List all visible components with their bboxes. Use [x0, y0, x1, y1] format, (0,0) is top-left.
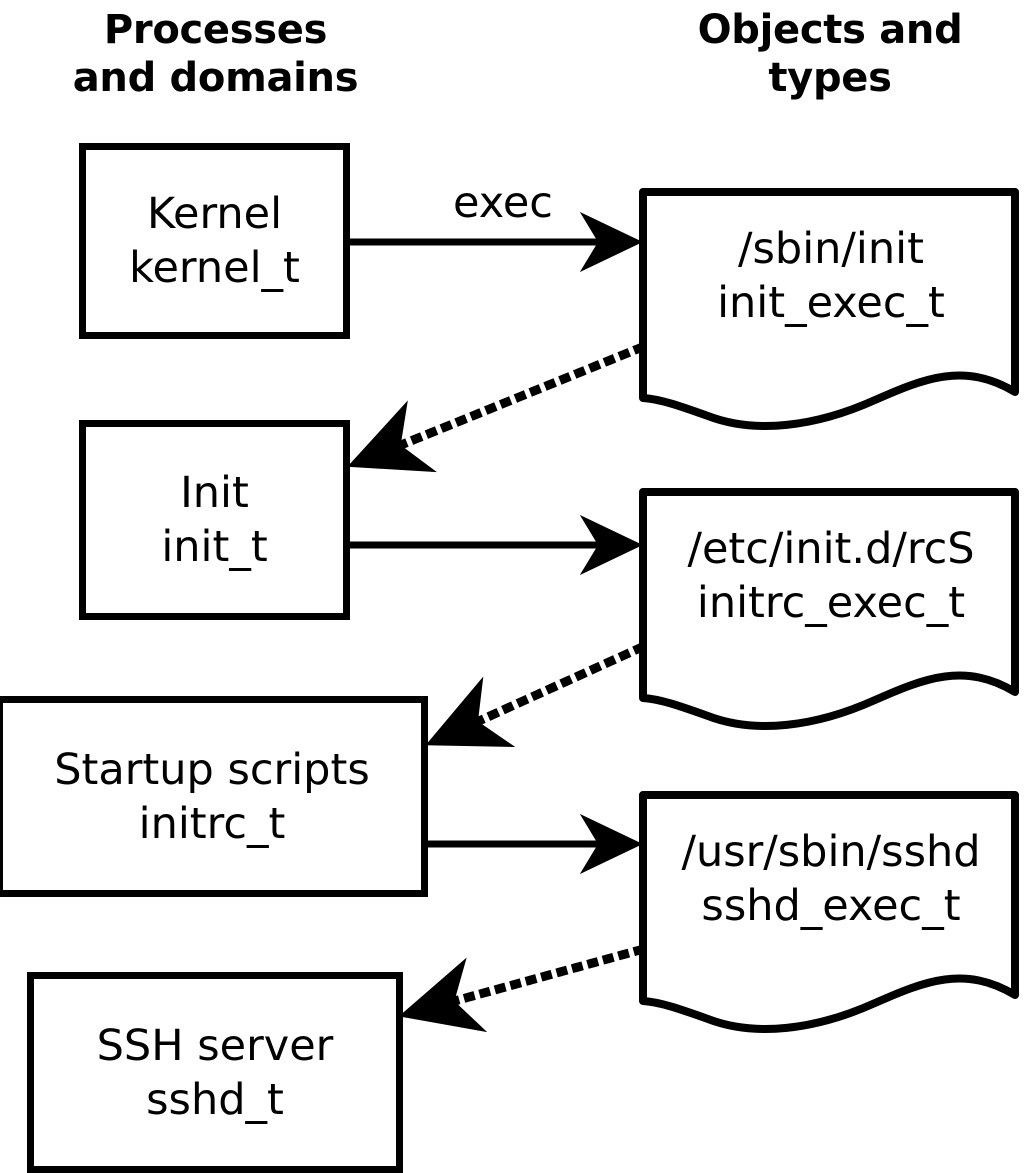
edge-label-exec: exec [453, 178, 553, 228]
object-path-sshd-exec: /usr/sbin/sshd [681, 827, 981, 877]
object-type-initrc-exec: initrc_exec_t [696, 578, 966, 628]
process-type-initrc: initrc_t [138, 798, 286, 849]
process-type-kernel: kernel_t [129, 243, 300, 293]
process-name-sshd: SSH server [96, 1020, 334, 1071]
process-box-kernel[interactable]: Kernel kernel_t [79, 143, 350, 339]
edge-initrc-exec-to-initrc [425, 642, 646, 748]
object-shape-initrc-exec[interactable] [639, 488, 1019, 730]
column-header-processes: Processes and domains [72, 7, 359, 101]
process-type-init: init_t [161, 522, 268, 572]
process-name-init: Init [180, 468, 249, 518]
object-type-sshd-exec: sshd_exec_t [701, 881, 961, 931]
process-type-sshd: sshd_t [146, 1074, 284, 1125]
object-shape-init-exec[interactable] [639, 188, 1019, 430]
process-box-initrc[interactable]: Startup scripts initrc_t [0, 696, 428, 897]
process-box-sshd[interactable]: SSH server sshd_t [27, 972, 403, 1173]
object-path-init-exec: /sbin/init [738, 224, 924, 274]
process-box-init[interactable]: Init init_t [79, 420, 350, 620]
edge-init-exec-to-init [347, 342, 646, 473]
object-type-init-exec: init_exec_t [717, 278, 945, 328]
process-name-kernel: Kernel [146, 189, 283, 239]
edge-sshd-exec-to-sshd [398, 944, 646, 1033]
object-path-initrc-exec: /etc/init.d/rcS [687, 524, 975, 574]
object-shape-sshd-exec[interactable] [639, 791, 1019, 1033]
process-name-initrc: Startup scripts [54, 744, 370, 795]
column-header-objects: Objects and types [697, 7, 963, 101]
